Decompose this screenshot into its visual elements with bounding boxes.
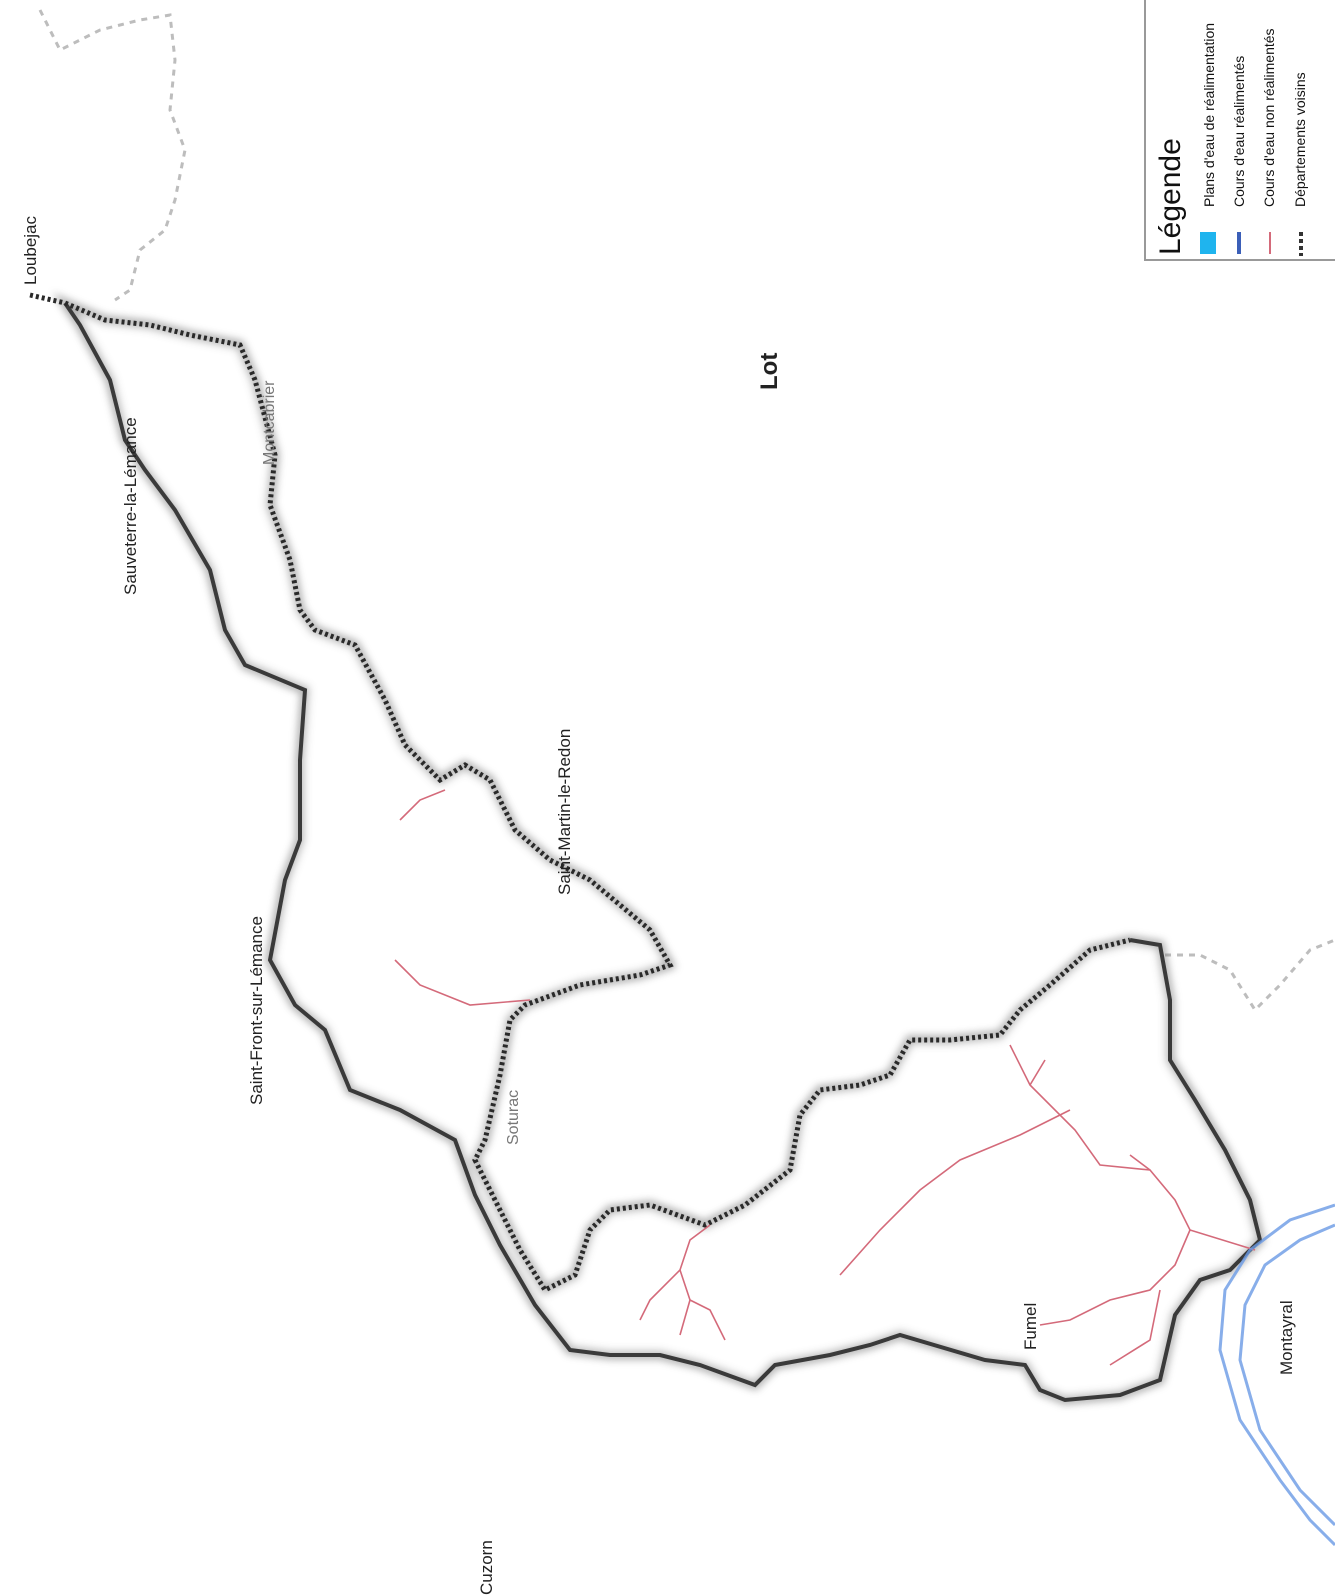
label-montayral: Montayral (1277, 1300, 1296, 1375)
label-sauveterre: Sauveterre-la-Lémance (121, 417, 140, 595)
river-tributary (1039, 1229, 1191, 1326)
legend-label-reservoir: Plans d'eau de réalimentation (1201, 23, 1217, 207)
river-main (1009, 1044, 1256, 1251)
basin-outline-department-boundary (29, 292, 1131, 1294)
river-tributary (394, 959, 531, 1006)
river-tributary (689, 1299, 726, 1341)
rivers-fed (1218, 1203, 1335, 1547)
label-saint-martin: Saint-Martin-le-Redon (555, 729, 574, 895)
label-montcabrier: Montcabrier (261, 380, 278, 465)
legend-label-unfed-river: Cours d'eau non réalimentés (1261, 28, 1277, 207)
basin-shadow (52, 292, 1265, 1405)
legend: Légende Plans d'eau de réalimentation Co… (1144, 0, 1335, 261)
river-tributary (1109, 1289, 1161, 1366)
lot-river-bank-south (1238, 1223, 1335, 1527)
label-soturac: Soturac (505, 1090, 522, 1145)
legend-label-fed-river: Cours d'eau réalimentés (1231, 56, 1247, 207)
label-region-lot: Lot (756, 353, 783, 390)
river-tributary (1129, 1154, 1151, 1171)
basin-outline-solid (63, 301, 1263, 1403)
lot-river-bank-north (1218, 1203, 1335, 1547)
legend-box (1144, 0, 1335, 261)
label-loubejac: Loubejac (21, 215, 40, 285)
neighbour-department-border-north (38, 9, 187, 302)
neighbour-department-border-east (1165, 938, 1335, 1013)
legend-swatch-reservoir (1200, 232, 1216, 254)
label-cuzorn: Cuzorn (477, 1540, 496, 1595)
legend-label-department: Départements voisins (1292, 72, 1308, 207)
label-fumel: Fumel (1021, 1303, 1040, 1350)
river-tributary (1029, 1059, 1046, 1086)
rivers-not-fed (394, 789, 1256, 1366)
river-tributary (839, 1109, 1071, 1276)
legend-title: Légende (1154, 138, 1187, 255)
river-tributary (399, 789, 446, 821)
label-saint-front: Saint-Front-sur-Lémance (247, 916, 266, 1105)
